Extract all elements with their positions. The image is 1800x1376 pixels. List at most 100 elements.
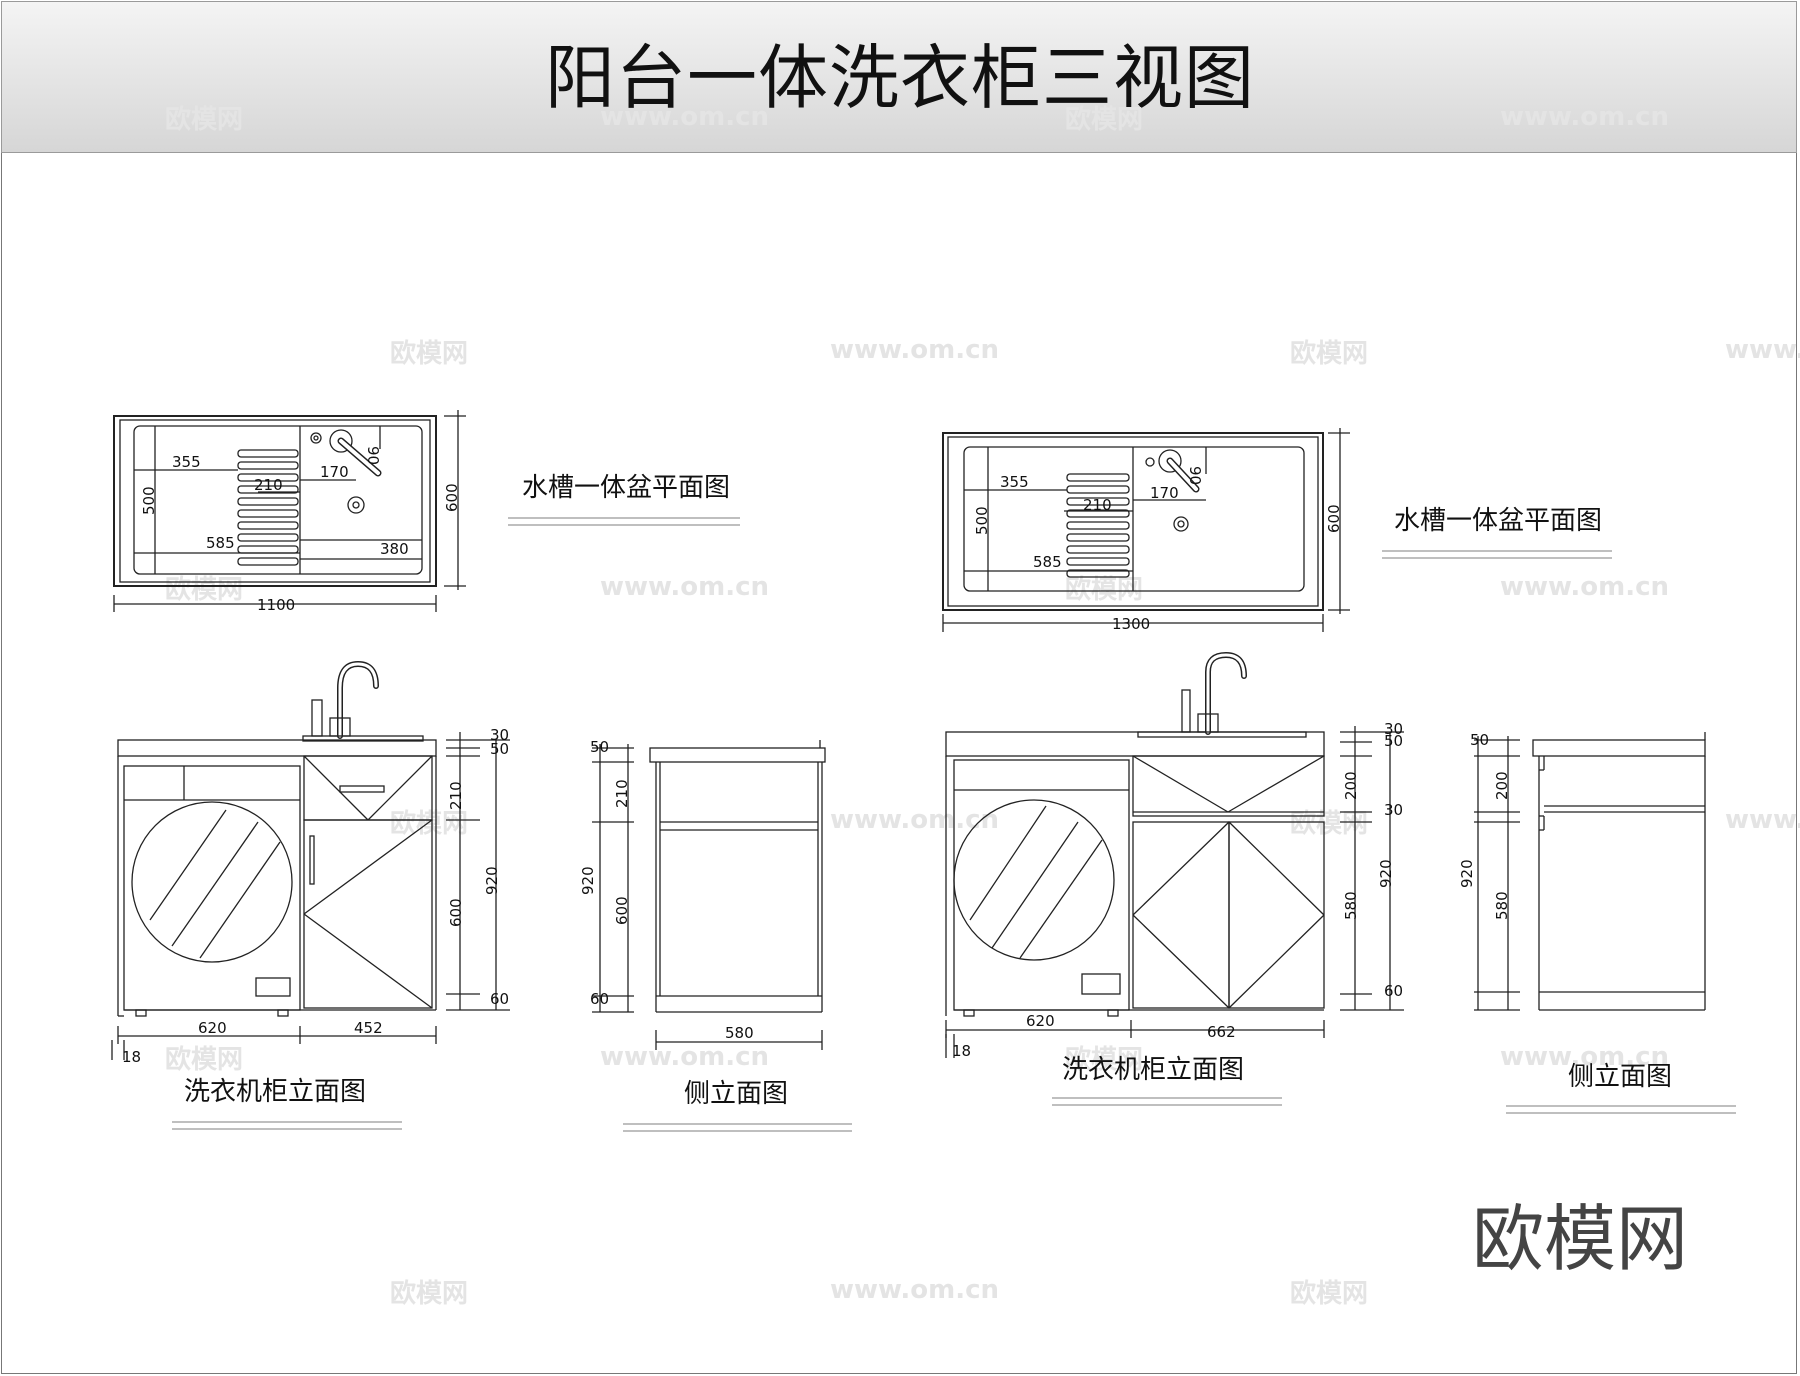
- dim-30: 30: [1384, 720, 1403, 738]
- dim-920: 920: [579, 866, 597, 895]
- dim-500: 500: [973, 506, 991, 535]
- watermark: 欧模网: [165, 1044, 243, 1075]
- dim-500: 500: [140, 486, 158, 515]
- dim-920: 920: [1377, 859, 1395, 888]
- dim-620: 620: [198, 1019, 227, 1037]
- dim-380: 380: [380, 540, 409, 558]
- drain-icon: [1173, 516, 1189, 532]
- watermark: www.om.cn: [830, 1275, 999, 1305]
- left-side-label: 侧立面图: [684, 1079, 788, 1109]
- dim-355: 355: [172, 453, 201, 471]
- watermark: www.om.cn: [1500, 572, 1669, 602]
- dim-30b: 30: [1384, 801, 1403, 819]
- dim-60: 60: [590, 990, 609, 1008]
- dim-60: 60: [490, 990, 509, 1008]
- page-title: 阳台一体洗衣柜三视图: [545, 37, 1255, 119]
- dim-90: 90: [364, 446, 382, 465]
- left-front-elevation: 620 452 18 30 50 210 600 60 920 洗衣机柜立面图: [111, 660, 510, 1130]
- washboard-ribs: [237, 449, 299, 566]
- left-side-elevation: 50 210 600 60 920 580 侧立面图: [579, 738, 852, 1132]
- dim-50: 50: [1384, 732, 1403, 750]
- dim-210: 210: [254, 476, 283, 494]
- washboard-ribs: [1066, 473, 1130, 578]
- dim-210h: 210: [447, 781, 465, 810]
- right-side-label: 侧立面图: [1568, 1062, 1672, 1092]
- dim-620: 620: [1026, 1012, 1055, 1030]
- dim-600h: 600: [447, 898, 465, 927]
- dim-170: 170: [320, 463, 349, 481]
- faucet-base-icon: [329, 429, 353, 453]
- drawing-frame: [1, 153, 1797, 1374]
- left-plan-label: 水槽一体盆平面图: [522, 473, 730, 503]
- tap-hole-icon: [1145, 457, 1155, 467]
- faucet-base-icon: [1158, 449, 1182, 473]
- dim-depth: 600: [1325, 504, 1343, 533]
- dim-50: 50: [1470, 731, 1489, 749]
- faucet-icon: [1181, 651, 1247, 735]
- washing-machine: [953, 759, 1130, 1011]
- watermark: www.om.cn: [830, 335, 999, 365]
- title-bar: [1, 1, 1797, 153]
- tap-hole-icon: [310, 432, 322, 444]
- dim-585: 585: [1033, 553, 1062, 571]
- right-side-elevation: 50 200 580 920 侧立面图: [1458, 731, 1736, 1114]
- dim-580: 580: [725, 1024, 754, 1042]
- left-plan-view: 355 210 585 170 380 90 500 1100 600 水槽一体…: [113, 410, 740, 614]
- faucet-icon: [311, 660, 379, 739]
- watermark: www.om.cn: [600, 572, 769, 602]
- washer-door-icon: [131, 801, 293, 963]
- right-front-label: 洗衣机柜立面图: [1062, 1055, 1244, 1085]
- right-plan-label: 水槽一体盆平面图: [1394, 506, 1602, 536]
- watermark: 欧模网: [1290, 1278, 1368, 1309]
- dim-50: 50: [590, 738, 609, 756]
- dim-580h: 580: [1493, 891, 1511, 920]
- washer-door-icon: [953, 799, 1115, 961]
- watermarks: 欧模网 www.om.cn 欧模网 www.om.cn 欧模网 www.om.c…: [165, 102, 1800, 1309]
- dim-210h: 210: [613, 779, 631, 808]
- dim-170: 170: [1150, 484, 1179, 502]
- dim-18: 18: [122, 1048, 141, 1066]
- watermark: www.om.cn: [830, 805, 999, 835]
- dim-200: 200: [1342, 771, 1360, 800]
- watermark: www.om.cn: [1500, 1042, 1669, 1072]
- dim-662: 662: [1207, 1023, 1236, 1041]
- dim-depth: 600: [443, 483, 461, 512]
- dim-18: 18: [952, 1042, 971, 1060]
- watermark: www.om.cn: [600, 1042, 769, 1072]
- dim-600h: 600: [613, 896, 631, 925]
- dim-50: 50: [490, 740, 509, 758]
- watermark: www.om.cn: [1725, 335, 1800, 365]
- watermark: 欧模网: [390, 1278, 468, 1309]
- dim-30: 30: [490, 726, 509, 744]
- right-plan-view: 355 210 585 170 90 500 1300 600 水槽一体盆平面图: [942, 428, 1612, 633]
- dim-452: 452: [354, 1019, 383, 1037]
- dim-355: 355: [1000, 473, 1029, 491]
- dim-width: 1100: [257, 596, 295, 614]
- dim-90: 90: [1186, 466, 1204, 485]
- right-front-elevation: 620 662 18 30 50 200 30 580 60 920 洗衣机柜立…: [945, 651, 1404, 1106]
- dim-920: 920: [1458, 859, 1476, 888]
- dim-200: 200: [1493, 771, 1511, 800]
- watermark: 欧模网: [1290, 808, 1368, 839]
- watermark: www.om.cn: [1725, 805, 1800, 835]
- dim-width: 1300: [1112, 615, 1150, 633]
- dim-920: 920: [483, 866, 501, 895]
- drain-icon: [347, 496, 365, 514]
- watermark: www.om.cn: [1500, 102, 1669, 132]
- watermark: 欧模网: [165, 574, 243, 605]
- watermark: 欧模网: [1290, 338, 1368, 369]
- watermark: 欧模网: [1065, 574, 1143, 605]
- dim-60: 60: [1384, 982, 1403, 1000]
- watermark: 欧模网: [390, 808, 468, 839]
- watermark: www.om.cn: [600, 102, 769, 132]
- watermark: 欧模网: [1065, 1044, 1143, 1075]
- dim-585: 585: [206, 534, 235, 552]
- left-front-label: 洗衣机柜立面图: [184, 1077, 366, 1107]
- brand-logo: 欧模网: [1472, 1197, 1689, 1281]
- dim-210: 210: [1083, 496, 1112, 514]
- watermark: 欧模网: [165, 104, 243, 135]
- watermark: 欧模网: [1065, 104, 1143, 135]
- dim-580h: 580: [1342, 891, 1360, 920]
- watermark: 欧模网: [390, 338, 468, 369]
